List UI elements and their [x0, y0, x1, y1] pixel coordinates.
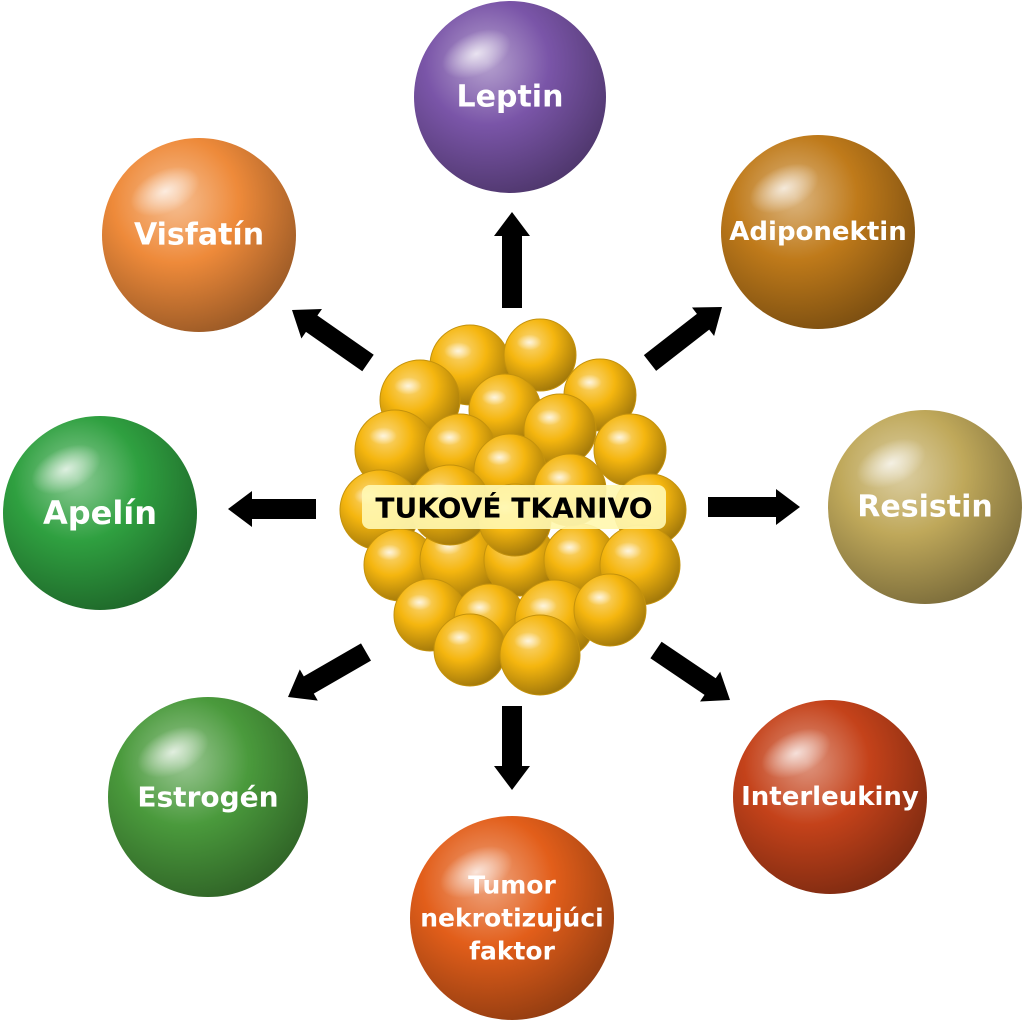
node-estrogen: Estrogén [108, 697, 308, 897]
fat-cell [573, 573, 647, 647]
node-highlight [442, 29, 511, 79]
node-label: Tumor [468, 871, 556, 900]
center-label-background [362, 485, 666, 529]
center-label: TUKOVÉ TKANIVO [375, 491, 652, 525]
node-label: Visfatín [134, 218, 264, 253]
fat-cell-highlight [516, 334, 542, 351]
node-label: nekrotizujúci [420, 904, 604, 933]
node-label: Apelín [43, 494, 157, 532]
node-visfatin: Visfatín [102, 138, 296, 332]
node-label: faktor [469, 937, 555, 966]
node-adiponektin: Adiponektin [721, 135, 915, 329]
fat-cell-highlight [369, 427, 397, 445]
arrow-to-apelin [228, 491, 316, 527]
arrows [228, 212, 800, 790]
arrow-to-interleukiny [650, 641, 731, 702]
node-highlight [749, 163, 819, 214]
fat-cell-highlight [466, 599, 492, 616]
node-highlight [439, 845, 513, 899]
fat-cell-highlight [536, 409, 562, 426]
fat-cell-highlight [436, 429, 462, 446]
node-highlight [130, 166, 200, 217]
fat-cell-highlight [481, 389, 507, 406]
fat-cell-highlight [394, 377, 422, 395]
fat-cell-highlight [586, 589, 612, 606]
node-highlight [31, 444, 101, 495]
hormone-nodes: LeptinAdiponektinResistinInterleukinyTum… [3, 1, 1022, 1020]
node-highlight [761, 728, 831, 779]
node-tnf: Tumor nekrotizujúci faktor [410, 816, 614, 1020]
node-label: Adiponektin [729, 217, 906, 247]
fat-cell-highlight [556, 539, 582, 556]
fat-cell-highlight [514, 632, 542, 650]
fat-cell-highlight [446, 629, 472, 646]
node-label: Resistin [857, 490, 992, 525]
node-highlight [137, 726, 209, 778]
fat-cell-highlight [576, 374, 602, 391]
fat-cell-highlight [486, 449, 512, 466]
fat-cell-highlight [606, 429, 632, 446]
node-resistin: Resistin [828, 410, 1022, 604]
arrow-to-resistin [708, 489, 800, 525]
arrow-to-estrogen [287, 643, 371, 701]
arrow-to-leptin [494, 212, 530, 308]
node-label: Leptin [457, 80, 564, 115]
fat-cell-highlight [376, 544, 402, 561]
arrow-to-tnf [494, 706, 530, 790]
arrow-to-visfatin [291, 308, 374, 372]
node-apelin: Apelín [3, 416, 197, 610]
fat-cell-highlight [546, 469, 572, 486]
fat-cell-highlight [444, 342, 472, 360]
center-label-group: TUKOVÉ TKANIVO [362, 485, 666, 529]
node-label: Interleukiny [741, 782, 919, 812]
fat-cell-highlight [529, 597, 557, 615]
fat-cell [499, 614, 581, 696]
arrow-to-adiponektin [643, 307, 722, 371]
fat-cell-highlight [614, 542, 642, 560]
node-highlight [856, 438, 926, 489]
node-leptin: Leptin [414, 1, 606, 193]
node-interleukiny: Interleukiny [733, 700, 927, 894]
fat-cell [433, 613, 507, 687]
node-label: Estrogén [137, 781, 278, 814]
fat-cell-highlight [406, 594, 432, 611]
